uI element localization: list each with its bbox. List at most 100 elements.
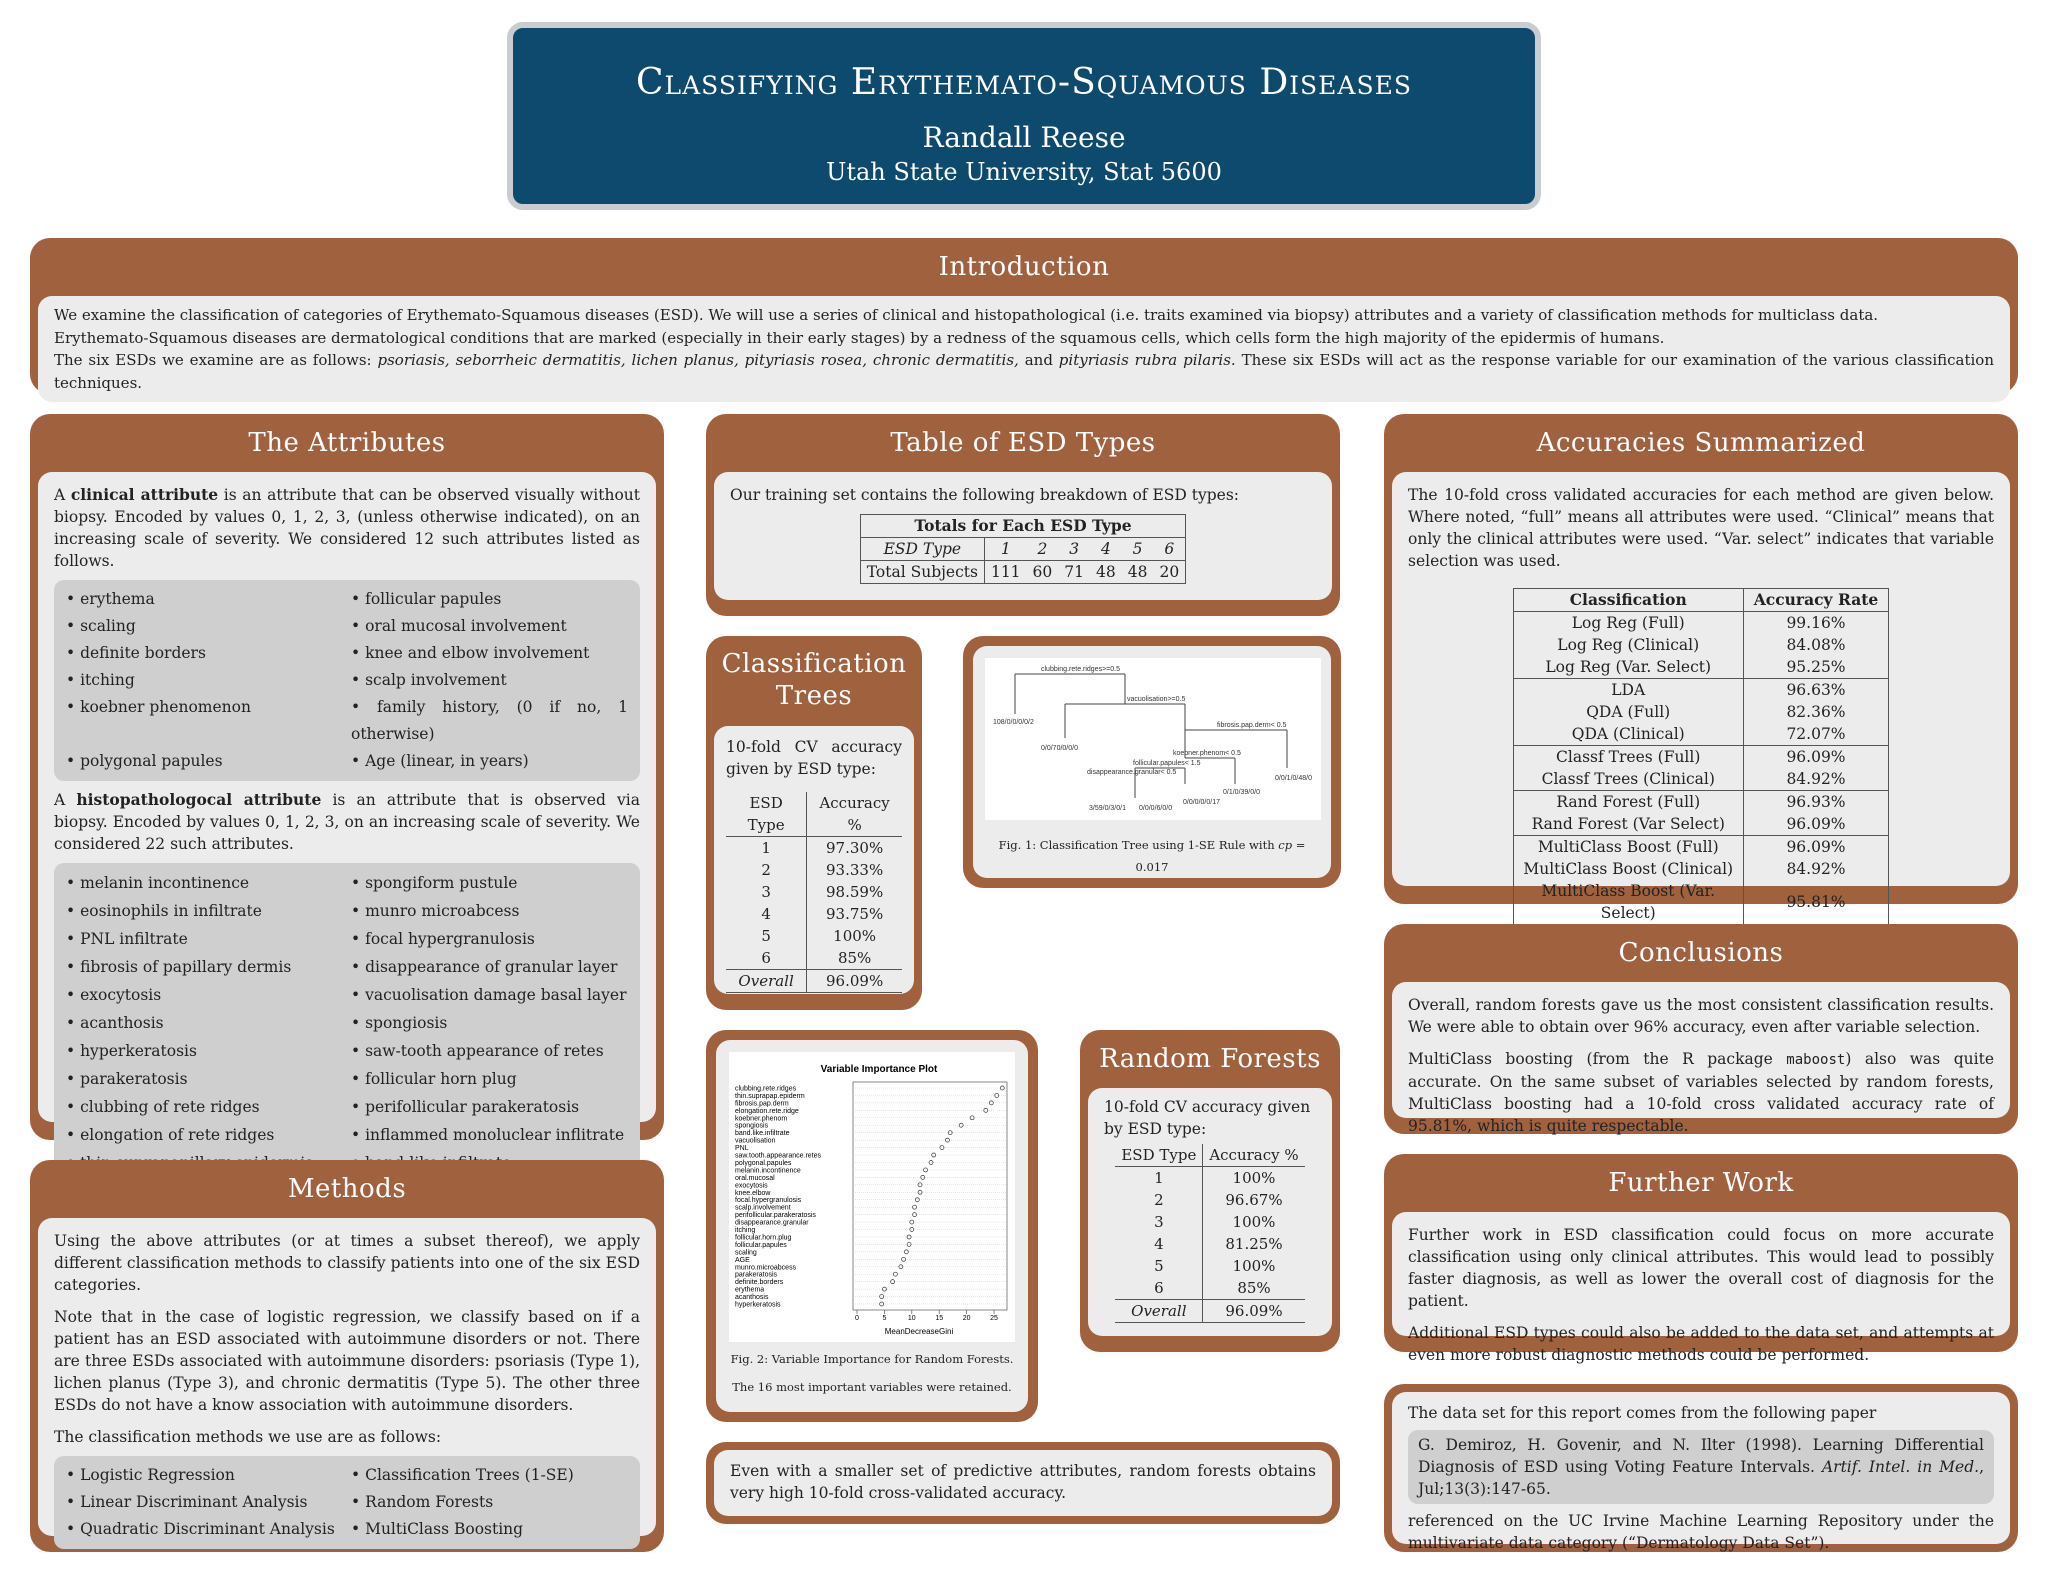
data-point xyxy=(947,1130,953,1136)
data-point xyxy=(879,1301,885,1307)
attribute-item: parakeratosis xyxy=(66,1065,343,1093)
attribute-item: erythema xyxy=(66,586,343,613)
section-title: Conclusions xyxy=(1618,938,1784,968)
section-body: Variable Importance Plot MeanDecreaseGin… xyxy=(716,1040,1028,1412)
table-row: Classf Trees (Clinical)84.92% xyxy=(1513,768,1889,791)
poster-header: Classifying Erythemato-Squamous Diseases… xyxy=(507,22,1541,210)
attribute-item: koebner phenomenon xyxy=(66,694,343,748)
data-point xyxy=(917,1182,923,1188)
section-body: Overall, random forests gave us the most… xyxy=(1392,982,2010,1135)
data-point xyxy=(999,1085,1005,1091)
data-point xyxy=(906,1234,912,1240)
esd-types-section: Table of ESD Types Our training set cont… xyxy=(706,414,1340,616)
data-point xyxy=(909,1227,915,1232)
data-point xyxy=(917,1189,923,1195)
tree-node-label: 0/0/0/6/0/0 xyxy=(1139,805,1172,812)
x-axis-label: MeanDecreaseGini xyxy=(885,1327,954,1336)
conclusion-paragraph: Overall, random forests gave us the most… xyxy=(1408,996,1994,1036)
figure1-section: clubbing.rete.ridges>=0.5 108/0/0/0/0/2 … xyxy=(963,636,1341,888)
figure2-caption: Fig. 2: Variable Importance for Random F… xyxy=(730,1352,1014,1366)
table-row: QDA (Clinical)72.07% xyxy=(1513,723,1889,746)
tick-label: fibrosis.pap.derm xyxy=(735,1100,789,1107)
attribute-item: spongiform pustule xyxy=(351,869,628,897)
tick-label: itching xyxy=(735,1227,755,1234)
table-row: Rand Forest (Var Select)96.09% xyxy=(1513,813,1889,836)
random-forests-section: Random Forests 10-fold CV accuracy given… xyxy=(1080,1030,1340,1352)
tick-label: oral.mucosal xyxy=(735,1175,775,1182)
attribute-item: follicular horn plug xyxy=(351,1065,628,1093)
tick-label: spongiosis xyxy=(735,1123,769,1130)
tree-node-label: 0/1/0/39/0/0 xyxy=(1223,789,1260,796)
tick-label: scalp.involvement xyxy=(735,1205,791,1212)
attribute-item: oral mucosal involvement xyxy=(351,613,628,640)
data-point xyxy=(903,1249,909,1255)
data-point xyxy=(939,1145,945,1150)
tree-node-label: koebner.phenom< 0.5 xyxy=(1173,750,1241,757)
data-point xyxy=(879,1294,885,1299)
method-item: Logistic Regression xyxy=(66,1462,343,1489)
x-tick-label: 20 xyxy=(963,1315,971,1322)
tick-label: munro.microabcess xyxy=(735,1264,797,1271)
table-row: Classf Trees (Full)96.09% xyxy=(1513,745,1889,768)
tree-node-label: 0/0/1/0/48/0 xyxy=(1275,775,1312,782)
chart-title: Variable Importance Plot xyxy=(821,1064,938,1075)
attribute-item: saw-tooth appearance of retes xyxy=(351,1037,628,1065)
table-row: MultiClass Boost (Full)96.09% xyxy=(1513,835,1889,858)
section-title: Classification Trees xyxy=(721,649,907,711)
attribute-item: itching xyxy=(66,667,343,694)
data-point xyxy=(890,1279,895,1285)
attribute-item: Age (linear, in years) xyxy=(351,748,628,775)
data-point xyxy=(945,1137,950,1143)
esd-total-cell: 71 xyxy=(1064,563,1085,581)
tick-label: parakeratosis xyxy=(735,1272,778,1279)
data-point xyxy=(901,1256,906,1262)
classification-tree-diagram: clubbing.rete.ridges>=0.5 108/0/0/0/0/2 … xyxy=(985,658,1321,820)
clinical-description: A clinical attribute is an attribute tha… xyxy=(54,485,641,570)
table-row: MultiClass Boost (Clinical)84.92% xyxy=(1513,858,1889,880)
data-point xyxy=(912,1212,917,1217)
attribute-item: fibrosis of papillary dermis xyxy=(66,953,343,981)
methods-paragraph: Note that in the case of logistic regres… xyxy=(54,1308,640,1414)
data-point xyxy=(923,1167,928,1173)
method-item: Random Forests xyxy=(351,1489,628,1516)
data-source-note: referenced on the UC Irvine Machine Lear… xyxy=(1408,1512,1994,1552)
data-source-intro: The data set for this report comes from … xyxy=(1408,1404,1877,1422)
tick-label: exocytosis xyxy=(735,1182,768,1189)
tick-label: koebner.phenom xyxy=(735,1115,787,1122)
attribute-item: eosinophils in infiltrate xyxy=(66,897,343,925)
esd-total-cell: 60 xyxy=(1032,563,1053,581)
attribute-item: spongiosis xyxy=(351,1009,628,1037)
tree-node-label: follicular.papules< 1.5 xyxy=(1133,760,1201,767)
trees-intro: 10-fold CV accuracy given by ESD type: xyxy=(726,738,902,778)
tick-label: melanin.incontinence xyxy=(735,1167,801,1174)
data-point xyxy=(893,1271,898,1277)
method-item: Quadratic Discriminant Analysis xyxy=(66,1516,343,1543)
attribute-item: family history, (0 if no, 1 otherwise) xyxy=(351,694,628,748)
further-paragraph: Additional ESD types could also be added… xyxy=(1408,1324,1994,1364)
tree-node-label: fibrosis.pap.derm< 0.5 xyxy=(1217,722,1287,729)
attribute-item: inflammed monoluclear inflitrate xyxy=(351,1121,628,1149)
poster-title: Classifying Erythemato-Squamous Diseases xyxy=(635,62,1412,103)
table-row: QDA (Full)82.36% xyxy=(1513,701,1889,723)
poster-affiliation: Utah State University, Stat 5600 xyxy=(826,158,1222,186)
data-point xyxy=(931,1152,937,1158)
histo-attribute-list: melanin incontinencespongiform pustuleeo… xyxy=(54,863,640,1183)
tick-label: AGE xyxy=(735,1257,750,1264)
attribute-item: PNL infiltrate xyxy=(66,925,343,953)
tick-label: elongation.rete.ridge xyxy=(735,1108,799,1115)
data-point xyxy=(994,1093,1000,1098)
